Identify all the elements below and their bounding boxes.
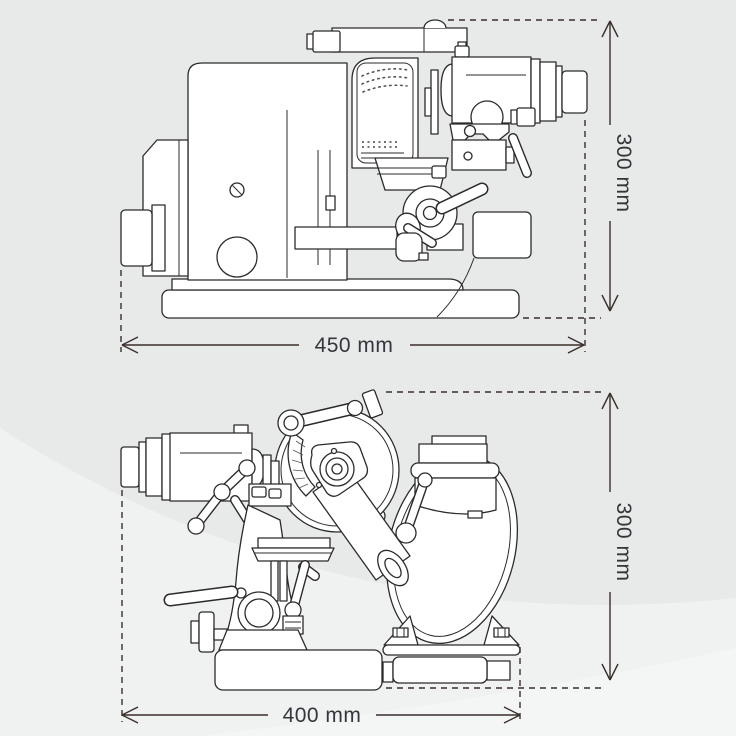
lever-ball [395,522,417,544]
arrow-right-icon [567,336,585,354]
wheel-housing [351,57,419,169]
handle-ball [238,459,256,477]
arrow-left-icon [121,336,139,354]
background-swoosh-bright [200,648,736,736]
column-foot [218,629,308,651]
wheel-edge [287,431,316,497]
base-plate [161,289,520,319]
side-view-drawing: 450 mm 300 mm [120,19,635,357]
base-support-block [472,211,532,259]
knurled-ring [539,61,557,122]
clamp-bolt [493,627,510,638]
workhead [424,41,588,178]
workhead-cylinder [169,432,253,502]
arrow-up-icon [601,20,619,38]
arrow-up-icon [601,392,619,410]
machine-body [187,62,348,281]
knurled-drum [120,446,140,488]
knurled-drum [561,70,588,114]
tilt-tray [257,537,331,549]
table-knurled-knob [312,30,341,53]
width-dimension-450: 450 mm [120,120,586,357]
body-hole [216,236,258,278]
height-label: 300 mm [612,134,635,213]
top-table [331,27,468,53]
width-label: 400 mm [283,704,362,727]
guard-base-flange [382,644,521,656]
width-label: 450 mm [315,334,394,357]
thumbscrew [361,389,384,419]
handle-ball [187,517,205,535]
arrow-down-icon [601,663,619,681]
motor-cap [418,443,488,464]
table-dome [423,19,447,29]
clamp-bolt [392,627,409,638]
width-dimension-400: 400 mm [121,490,521,727]
knurled-ring [145,437,163,497]
arrow-right-icon [503,706,521,724]
front-view-drawing: 400 mm 300 mm [120,389,635,727]
arrow-left-icon [121,706,139,724]
arrow-down-icon [601,294,619,312]
knurled-handwheel [198,611,215,653]
workhead-nose [440,63,454,117]
guard-base-box [392,656,488,684]
base-upper-step [171,278,464,291]
base-ramp [436,257,475,318]
pedestal-base [214,649,383,691]
height-dimension-300-bottom: 300 mm [386,391,635,689]
spindle-ring [151,204,166,272]
height-label: 300 mm [612,503,635,582]
background-swoosh [0,428,736,736]
workhead-front [120,424,292,507]
height-dimension-300-top: 300 mm [448,19,635,319]
knurled-knob [120,209,153,267]
cross-rail [294,226,398,250]
